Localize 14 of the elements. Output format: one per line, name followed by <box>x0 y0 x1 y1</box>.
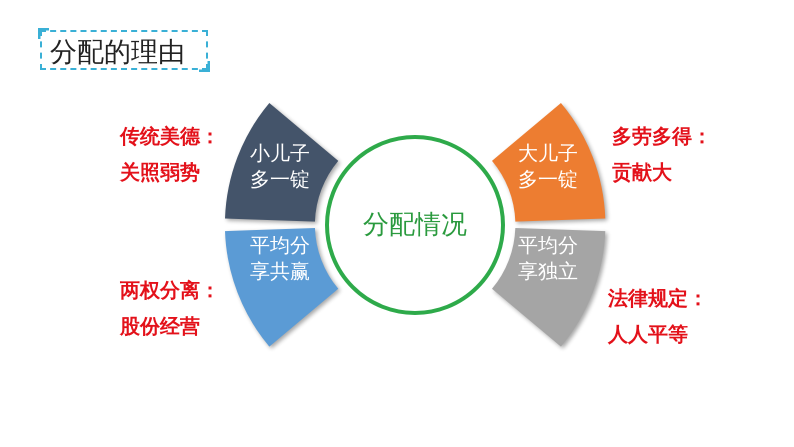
arc-segment <box>225 228 338 348</box>
segment-label: 平均分享独立 <box>518 232 578 284</box>
arc-segment <box>492 228 605 348</box>
arc-segment <box>492 102 605 222</box>
annotation-text: 法律规定：人人平等 <box>608 285 709 348</box>
annotation-text: 传统美德：关照弱势 <box>120 123 221 186</box>
title: 分配的理由 <box>50 36 185 70</box>
annotation-text: 多劳多得：贡献大 <box>612 123 713 186</box>
annotation-text: 两权分离：股份经营 <box>120 277 221 340</box>
segment-label: 小儿子多一锭 <box>250 140 310 192</box>
segment-label: 平均分享共赢 <box>250 232 310 284</box>
center-label: 分配情况 <box>362 209 468 242</box>
arc-segment <box>225 102 338 222</box>
segment-label: 大儿子多一锭 <box>518 140 578 192</box>
